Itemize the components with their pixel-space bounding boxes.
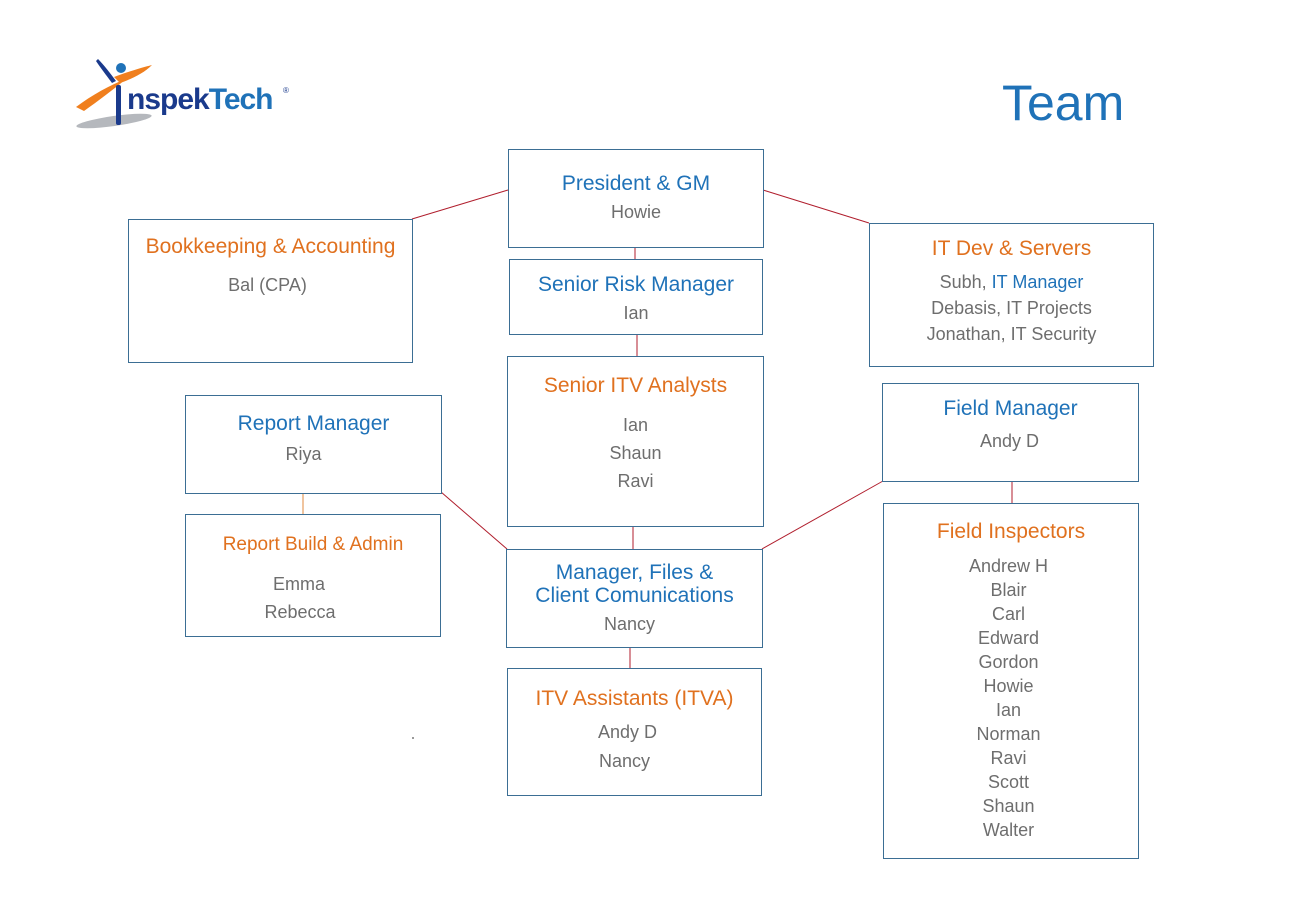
org-box-title: Report Build & Admin bbox=[222, 534, 404, 555]
org-box-title: Report Manager bbox=[237, 412, 390, 435]
figure-swoosh-logo-icon bbox=[76, 59, 152, 129]
org-member: Carl bbox=[991, 604, 1025, 624]
org-box-report-build: Report Build & Admin Emma Rebecca bbox=[185, 514, 441, 637]
logo-wordmark: nspekTech bbox=[127, 83, 274, 117]
connector-field-manager-manager-files bbox=[761, 480, 884, 550]
org-box-title: Senior Risk Manager bbox=[537, 273, 735, 296]
org-member: Gordon bbox=[978, 652, 1039, 672]
org-box-manager-files: Manager, Files & Client Comunications Na… bbox=[506, 549, 763, 648]
logo-brand-suffix: Tech bbox=[208, 83, 274, 116]
org-member: Ravi bbox=[617, 471, 654, 491]
org-member: Jonathan, IT Security bbox=[926, 324, 1097, 344]
org-member-name: Subh, bbox=[939, 272, 992, 292]
org-member: Howie bbox=[610, 202, 662, 222]
page-title: Team bbox=[1002, 75, 1125, 131]
org-box-it-dev: IT Dev & Servers Subh, IT Manager Debasi… bbox=[869, 223, 1154, 367]
org-member: Riya bbox=[285, 444, 322, 464]
org-member: Scott bbox=[987, 772, 1030, 792]
registered-mark: ® bbox=[283, 86, 289, 95]
logo-brand-prefix: nspek bbox=[127, 83, 210, 116]
org-member: Ian bbox=[623, 303, 649, 323]
org-member: Ian bbox=[995, 700, 1022, 720]
org-member: Emma bbox=[272, 574, 325, 594]
org-member: Nancy bbox=[598, 751, 651, 771]
org-member: Bal (CPA) bbox=[228, 275, 307, 295]
org-member: Shaun bbox=[609, 443, 662, 463]
org-member: Ian bbox=[622, 415, 649, 435]
stray-dot bbox=[412, 737, 414, 739]
org-box-title: IT Dev & Servers bbox=[931, 237, 1092, 260]
org-member: Andy D bbox=[979, 431, 1040, 451]
org-member: Rebecca bbox=[264, 602, 336, 622]
org-box-bookkeeping: Bookkeeping & Accounting Bal (CPA) bbox=[128, 219, 413, 363]
org-box-title-line1: Manager, Files & bbox=[555, 561, 714, 584]
org-member-list: Andy D Nancy bbox=[508, 718, 761, 776]
org-box-title: Field Manager bbox=[943, 397, 1078, 420]
org-box-title: Field Inspectors bbox=[936, 520, 1086, 543]
org-box-senior-risk: Senior Risk Manager Ian bbox=[509, 259, 763, 335]
org-member: Walter bbox=[982, 820, 1035, 840]
org-member: Andy D bbox=[597, 722, 658, 742]
org-box-title: Bookkeeping & Accounting bbox=[145, 235, 396, 258]
connector-report-manager-manager-files bbox=[440, 491, 508, 550]
org-member: Edward bbox=[977, 628, 1040, 648]
connector-president-bookkeeping bbox=[411, 189, 509, 220]
org-member: Debasis, IT Projects bbox=[931, 298, 1092, 318]
org-box-report-manager: Report Manager Riya bbox=[185, 395, 442, 494]
connector-president-it-dev bbox=[762, 189, 870, 224]
org-box-field-inspectors: Field Inspectors Andrew H Blair Carl Edw… bbox=[883, 503, 1139, 859]
org-box-title: ITV Assistants (ITVA) bbox=[535, 687, 734, 710]
org-box-title-line2: Client Comunications bbox=[535, 584, 734, 607]
org-member-line: Subh, IT Manager bbox=[870, 269, 1153, 295]
org-member: Blair bbox=[990, 580, 1027, 600]
org-box-title: President & GM bbox=[561, 172, 711, 195]
org-box-senior-itv: Senior ITV Analysts Ian Shaun Ravi bbox=[507, 356, 764, 527]
org-box-president: President & GM Howie bbox=[508, 149, 764, 248]
org-box-itva: ITV Assistants (ITVA) Andy D Nancy bbox=[507, 668, 762, 796]
org-member-list: Emma Rebecca bbox=[186, 570, 440, 626]
org-box-field-manager: Field Manager Andy D bbox=[882, 383, 1139, 482]
org-member: Andrew H bbox=[968, 556, 1049, 576]
org-member: Nancy bbox=[603, 614, 656, 634]
company-logo: nspekTech ® bbox=[74, 55, 304, 135]
org-box-title: Senior ITV Analysts bbox=[543, 374, 728, 397]
org-member-list: Andrew H Blair Carl Edward Gordon Howie … bbox=[884, 554, 1138, 842]
org-member-list: Ian Shaun Ravi bbox=[508, 411, 763, 495]
org-member: Shaun bbox=[982, 796, 1035, 816]
org-member-role: IT Manager bbox=[991, 272, 1084, 292]
org-member: Norman bbox=[976, 724, 1041, 744]
org-member: Howie bbox=[983, 676, 1034, 696]
org-member: Ravi bbox=[990, 748, 1027, 768]
